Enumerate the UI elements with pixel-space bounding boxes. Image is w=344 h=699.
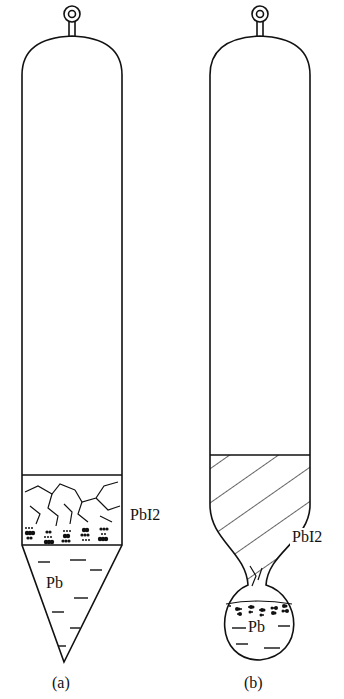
powder-dot xyxy=(69,530,71,532)
powder-dot xyxy=(45,530,48,533)
powder-dot xyxy=(86,533,89,536)
powder-dot xyxy=(260,608,264,612)
powder-dot xyxy=(229,605,231,607)
liquid-mark xyxy=(264,647,280,648)
powder-dot xyxy=(28,527,30,529)
powder-dot xyxy=(105,527,108,530)
liquid-mark xyxy=(278,625,290,626)
powder-dot xyxy=(101,533,103,535)
powder-dot xyxy=(66,534,70,538)
powder-dot xyxy=(282,610,285,613)
ampoule-a xyxy=(22,6,122,662)
powder-dot xyxy=(82,539,84,541)
powder-dot xyxy=(237,613,239,615)
powder-dot xyxy=(260,614,263,617)
powder-dot xyxy=(31,531,35,535)
liquid-marks xyxy=(38,560,290,648)
powder-dot xyxy=(50,536,52,538)
powder-dot xyxy=(238,612,242,616)
substance-label: Pb xyxy=(246,618,267,636)
powder-dot xyxy=(282,604,286,608)
liquid-mark xyxy=(70,627,80,628)
liquid-mark xyxy=(70,559,86,560)
panel-label: (a) xyxy=(50,674,72,692)
powder-dot xyxy=(99,527,102,530)
powder-dot xyxy=(26,536,29,539)
powder-dot xyxy=(271,607,274,610)
powder-dot xyxy=(85,539,87,541)
powder-dot xyxy=(85,528,89,532)
ampoule-b xyxy=(200,6,320,660)
liquid-mark xyxy=(58,645,66,646)
powder-dot xyxy=(66,530,68,532)
powder-dot xyxy=(47,536,49,538)
powder-dot xyxy=(285,609,289,613)
powder-dot xyxy=(274,606,278,610)
powder-dot xyxy=(249,605,253,609)
powder-dot xyxy=(104,533,106,535)
powder-dot xyxy=(61,539,64,542)
panel-label: (b) xyxy=(242,674,265,692)
liquid-mark xyxy=(74,597,88,598)
powder-dot xyxy=(64,539,67,542)
powder-dot xyxy=(48,530,51,533)
liquid-mark xyxy=(38,561,50,562)
powder-dot xyxy=(63,530,65,532)
liquid-mark xyxy=(236,643,248,644)
powder-dots xyxy=(25,527,289,617)
powder-dot xyxy=(271,611,275,615)
powder-dot xyxy=(104,537,108,541)
powder-dot xyxy=(25,527,27,529)
powder-dot xyxy=(44,536,46,538)
liquid-mark xyxy=(52,611,64,612)
powder-dot xyxy=(50,540,54,544)
powder-dot xyxy=(235,607,239,611)
substance-label: Pb xyxy=(44,574,65,592)
crack-lines xyxy=(25,482,120,526)
liquid-mark xyxy=(232,627,246,628)
powder-dot xyxy=(259,609,261,611)
liquid-mark xyxy=(90,569,102,570)
substance-label: PbI2 xyxy=(128,506,162,524)
powder-dot xyxy=(80,533,83,536)
powder-dot xyxy=(67,539,70,542)
powder-dot xyxy=(29,536,32,539)
powder-dot xyxy=(31,527,33,529)
substance-label: PbI2 xyxy=(290,528,324,546)
powder-dot xyxy=(83,533,86,536)
crack-lines xyxy=(250,566,262,586)
powder-dot xyxy=(248,606,250,608)
powder-dot xyxy=(249,611,252,614)
powder-dot xyxy=(88,539,90,541)
powder-dot xyxy=(102,527,105,530)
